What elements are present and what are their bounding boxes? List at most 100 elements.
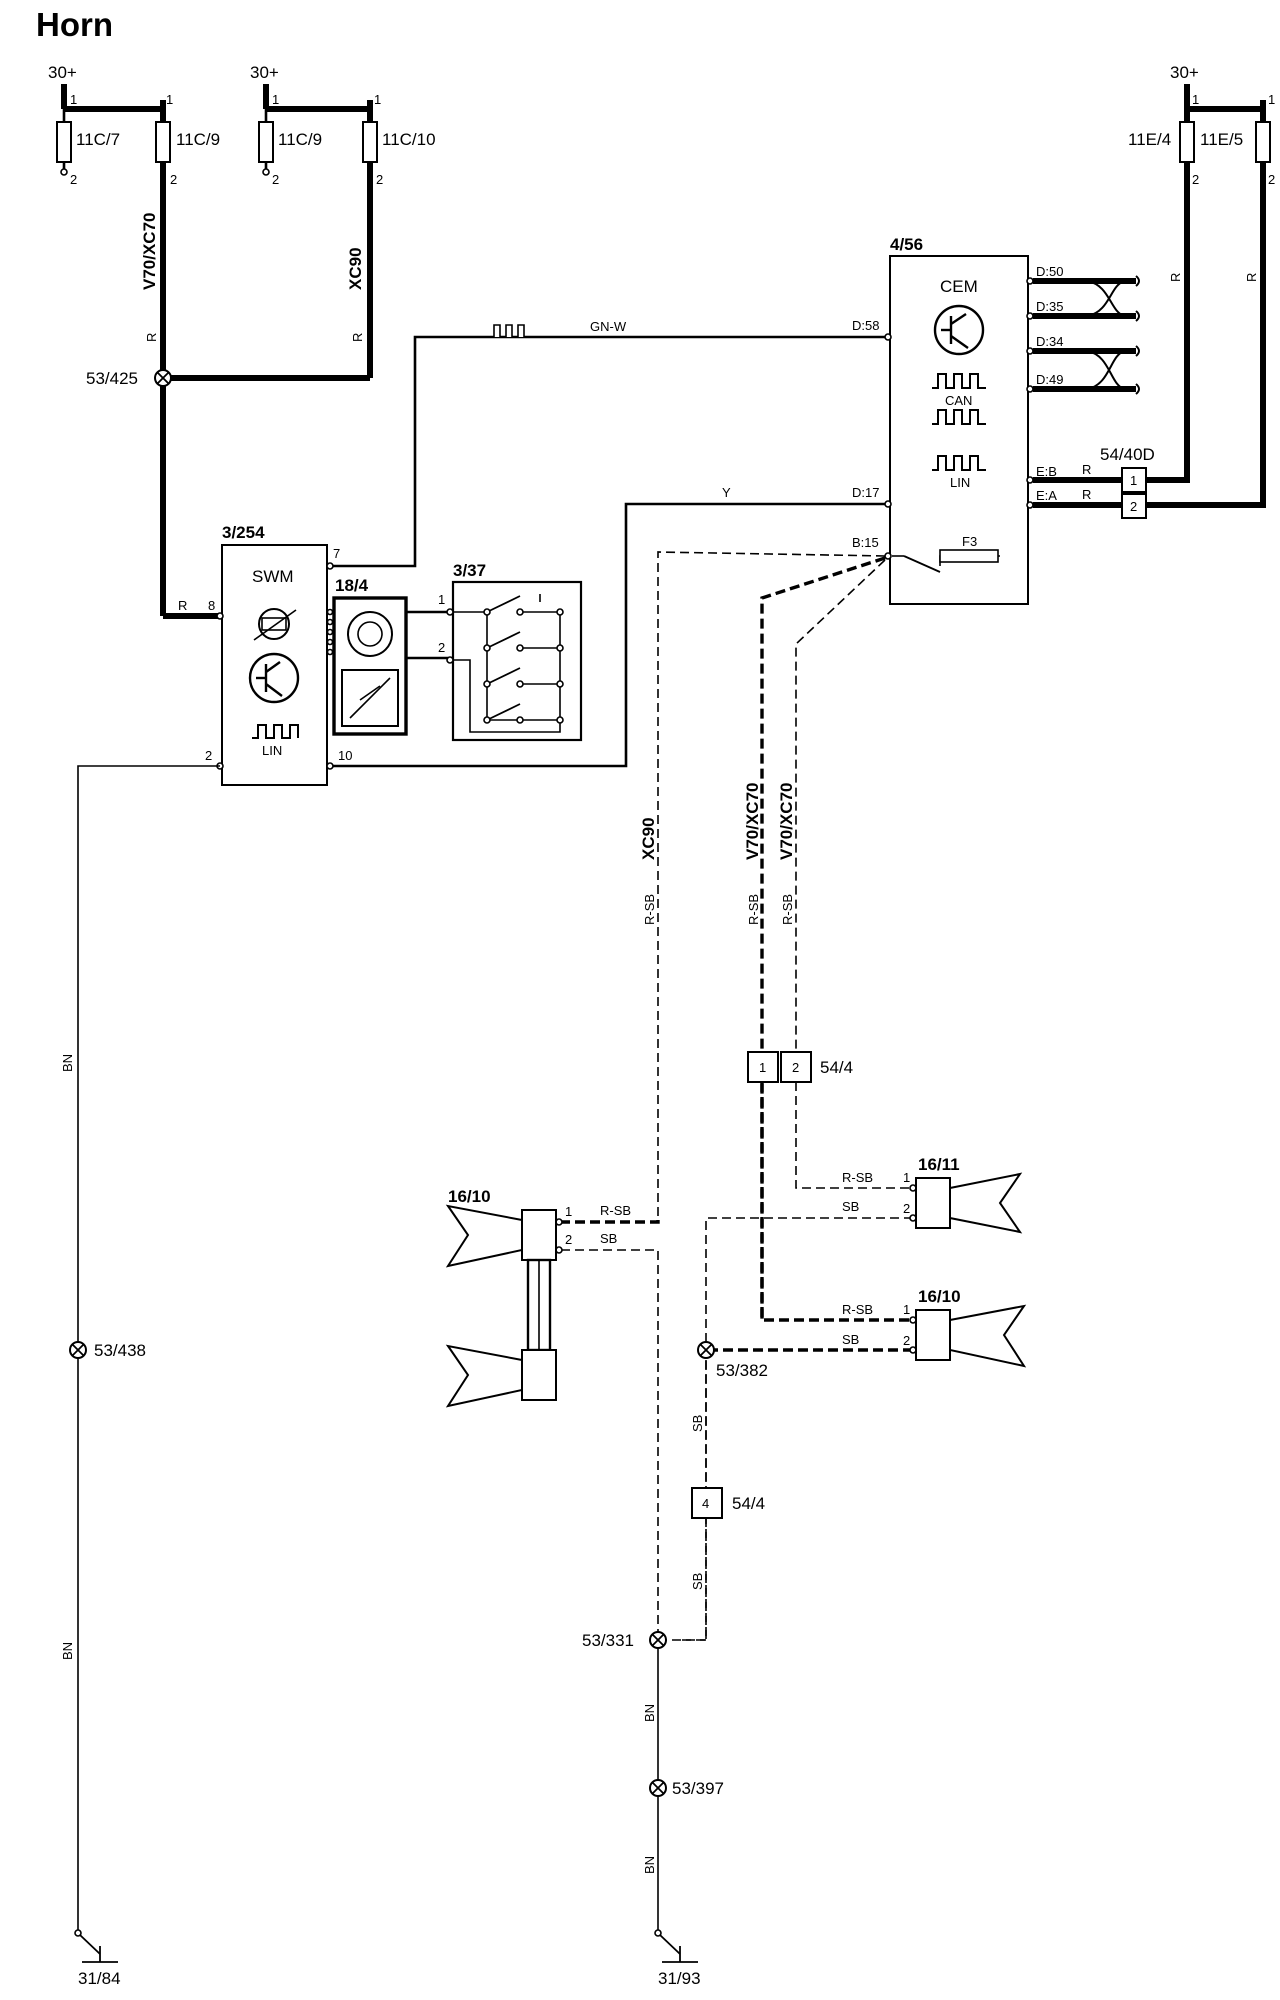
svg-text:E:A: E:A: [1036, 488, 1057, 503]
page-title: Horn: [36, 6, 113, 43]
wire-color-label: R-SB: [842, 1302, 873, 1317]
pulse-icon: [490, 324, 528, 338]
svg-text:1: 1: [565, 1204, 572, 1219]
svg-text:1: 1: [903, 1170, 910, 1185]
svg-text:2: 2: [438, 640, 445, 655]
svg-text:D:50: D:50: [1036, 264, 1063, 279]
wire-color-label: SB: [842, 1332, 859, 1347]
splice-53-425: 53/425: [86, 369, 172, 388]
svg-text:31/84: 31/84: [78, 1969, 121, 1988]
fuse-body: [362, 121, 378, 163]
fuse-body: [1179, 121, 1195, 163]
wire-color-label: R-SB: [842, 1170, 873, 1185]
svg-text:1: 1: [1130, 473, 1137, 488]
module-id: 3/37: [453, 561, 486, 580]
svg-text:53/438: 53/438: [94, 1341, 146, 1360]
svg-text:1: 1: [1268, 92, 1275, 107]
variant-label-v70: V70/XC70: [743, 783, 762, 861]
horn-switch: 3/37 1 2: [438, 561, 583, 742]
svg-text:53/382: 53/382: [716, 1361, 768, 1380]
component-id: 16/11: [918, 1155, 960, 1174]
wire-color-label: R: [144, 333, 159, 342]
fuse-body: [1255, 121, 1271, 163]
wire-color-label: R-SB: [642, 894, 657, 925]
wire-color-label: R-SB: [600, 1203, 631, 1218]
splice-53-397: 53/397: [649, 1779, 724, 1798]
supply-label: 30+: [48, 63, 77, 82]
svg-text:D:34: D:34: [1036, 334, 1063, 349]
svg-text:F3: F3: [962, 534, 977, 549]
fuse-label: 11E/4: [1128, 130, 1171, 149]
svg-text:2: 2: [792, 1060, 799, 1075]
supply-left-2: 30+: [250, 63, 373, 122]
svg-text:2: 2: [1192, 172, 1199, 187]
wire-color-label: BN: [60, 1642, 75, 1660]
connector-54-4-b: 4 54/4: [691, 1487, 765, 1519]
svg-text:1: 1: [759, 1060, 766, 1075]
variant-label-v70: V70/XC70: [140, 213, 159, 291]
swm-module: 3/254 SWM LIN 7 8 2 10: [205, 523, 352, 786]
module-name: SWM: [252, 567, 294, 586]
module-id: 18/4: [335, 576, 369, 595]
supply-right: 30+: [1170, 63, 1266, 122]
svg-text:53/397: 53/397: [672, 1779, 724, 1798]
wire-color-label: Y: [722, 485, 731, 500]
connector-id: 54/4: [820, 1058, 853, 1077]
wire-color-label: BN: [642, 1704, 657, 1722]
fuse-11c9-right: 1 2 11C/9: [258, 92, 322, 187]
variant-label-xc90: XC90: [346, 247, 365, 290]
svg-text:1: 1: [70, 92, 77, 107]
wire-color-label: R: [1082, 487, 1091, 502]
svg-text:1: 1: [903, 1302, 910, 1317]
can-bus-pair-2: [1033, 345, 1140, 395]
wire-color-label: GN-W: [590, 319, 627, 334]
transistor-icon: [933, 304, 985, 356]
fuse-label: 11C/9: [278, 130, 322, 149]
svg-text:2: 2: [205, 748, 212, 763]
wire-color-label: SB: [600, 1231, 617, 1246]
horn-16-10-right: 16/10 1 2: [903, 1287, 1027, 1368]
clock-spring: 18/4: [326, 576, 408, 736]
pulse-icon: [932, 373, 986, 389]
svg-text:2: 2: [376, 172, 383, 187]
wire-color-label: BN: [60, 1054, 75, 1072]
variant-label-v70: V70/XC70: [777, 783, 796, 861]
connector-id: 54/4: [732, 1494, 765, 1513]
svg-text:LIN: LIN: [950, 475, 970, 490]
horn-icon: [949, 1172, 1023, 1234]
variant-label-xc90: XC90: [639, 817, 658, 860]
fuse-body: [155, 121, 171, 163]
supply-label: 30+: [1170, 63, 1199, 82]
svg-text:1: 1: [1192, 92, 1199, 107]
wire-color-label: SB: [690, 1573, 705, 1590]
wire-color-label: R-SB: [780, 894, 795, 925]
ground-31-84: 31/84: [74, 1929, 121, 1988]
pulse-icon: [252, 724, 299, 739]
svg-text:53/425: 53/425: [86, 369, 138, 388]
wire-color-label: SB: [690, 1415, 705, 1432]
svg-text:LIN: LIN: [262, 743, 282, 758]
svg-text:2: 2: [565, 1232, 572, 1247]
fuse-label: 11E/5: [1200, 130, 1243, 149]
svg-text:8: 8: [208, 598, 215, 613]
wire-color-label: R: [1244, 273, 1259, 282]
horn-16-11: 16/11 1 2: [903, 1155, 1023, 1234]
svg-text:E:B: E:B: [1036, 464, 1057, 479]
svg-text:2: 2: [1130, 499, 1137, 514]
horn-icon: [949, 1304, 1027, 1368]
splice-53-331: 53/331: [582, 1631, 667, 1650]
connector-id: 54/40D: [1100, 445, 1155, 464]
svg-text:2: 2: [903, 1333, 910, 1348]
svg-text:D:17: D:17: [852, 485, 879, 500]
wire-color-label: BN: [642, 1856, 657, 1874]
svg-text:1: 1: [272, 92, 279, 107]
svg-text:10: 10: [338, 748, 352, 763]
fuse-body: [258, 121, 274, 163]
supply-label: 30+: [250, 63, 279, 82]
fuse-label: 11C/10: [382, 130, 436, 149]
splice-53-438: 53/438: [69, 1341, 146, 1360]
svg-text:B:15: B:15: [852, 535, 879, 550]
fuse-body: [56, 121, 72, 163]
wire-color-label: SB: [842, 1199, 859, 1214]
svg-text:1: 1: [438, 592, 445, 607]
